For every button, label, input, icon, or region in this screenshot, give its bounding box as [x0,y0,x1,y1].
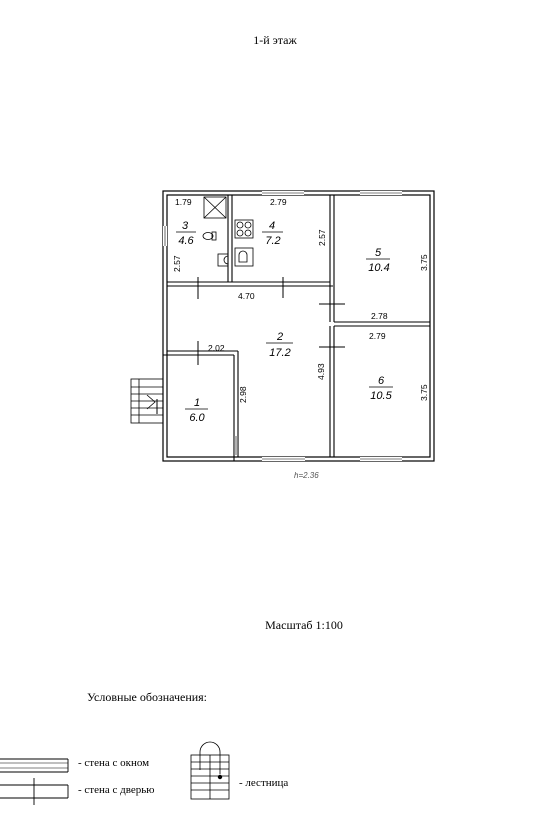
legend-door-wall-icon [0,778,69,805]
dim-room1-height: 2.98 [238,386,248,403]
kitchen-sink-icon [234,247,254,267]
room-4-number: 4 [269,220,275,232]
dim-room1-width: 2.02 [208,343,225,353]
room-3-area: 4.6 [178,235,194,247]
dim-room6-height: 3.75 [419,384,429,401]
dim-room3-height: 2.57 [172,255,182,272]
legend-stairs-label: - лестница [239,777,289,789]
legend-door-wall-label: - стена с дверью [78,784,155,796]
dim-room4-width: 2.79 [270,197,287,207]
ceiling-height: h=2.36 [294,471,319,480]
dim-room5-bottom-width: 2.78 [371,311,388,321]
dimension-labels: 1.79 2.79 4.70 2.78 2.79 2.02 2.57 2.57 … [172,197,429,403]
door-markers [156,277,345,455]
bathroom-fixtures [202,196,229,267]
room-5-area: 10.4 [368,262,389,274]
interior-walls [163,195,430,461]
legend-window-wall-icon [0,758,69,773]
room-2-area: 17.2 [269,347,290,359]
kitchen-fixtures [234,219,254,267]
dim-room4-height: 2.57 [317,229,327,246]
legend-window-wall-label: - стена с окном [78,757,150,769]
dim-room3-width: 1.79 [175,197,192,207]
room-6-number: 6 [378,375,385,387]
stove-icon [234,219,254,239]
shower-icon [203,196,227,219]
toilet-icon [202,232,214,240]
scale-label: Масштаб 1:100 [265,618,343,632]
room-labels: 3 4.6 4 7.2 5 10.4 2 17.2 6 10.5 1 6.0 [176,220,393,424]
sink-icon [217,253,229,267]
legend-stairs-icon [190,741,230,800]
room-3-number: 3 [182,220,189,232]
dim-room6-top-width: 2.79 [369,331,386,341]
dim-room5-height: 3.75 [419,254,429,271]
room-1-area: 6.0 [189,412,205,424]
floor-title: 1-й этаж [253,33,297,47]
room-6-area: 10.5 [370,390,392,402]
legend-title: Условные обозначения: [87,690,208,704]
dim-room2-height: 4.93 [316,363,326,380]
room-2-number: 2 [276,331,283,343]
room-4-area: 7.2 [265,235,280,247]
entrance-stairs-icon [130,378,164,424]
room-5-number: 5 [375,247,382,259]
dim-room2-width: 4.70 [238,291,255,301]
window-lines [164,192,402,460]
room-1-number: 1 [194,397,200,409]
